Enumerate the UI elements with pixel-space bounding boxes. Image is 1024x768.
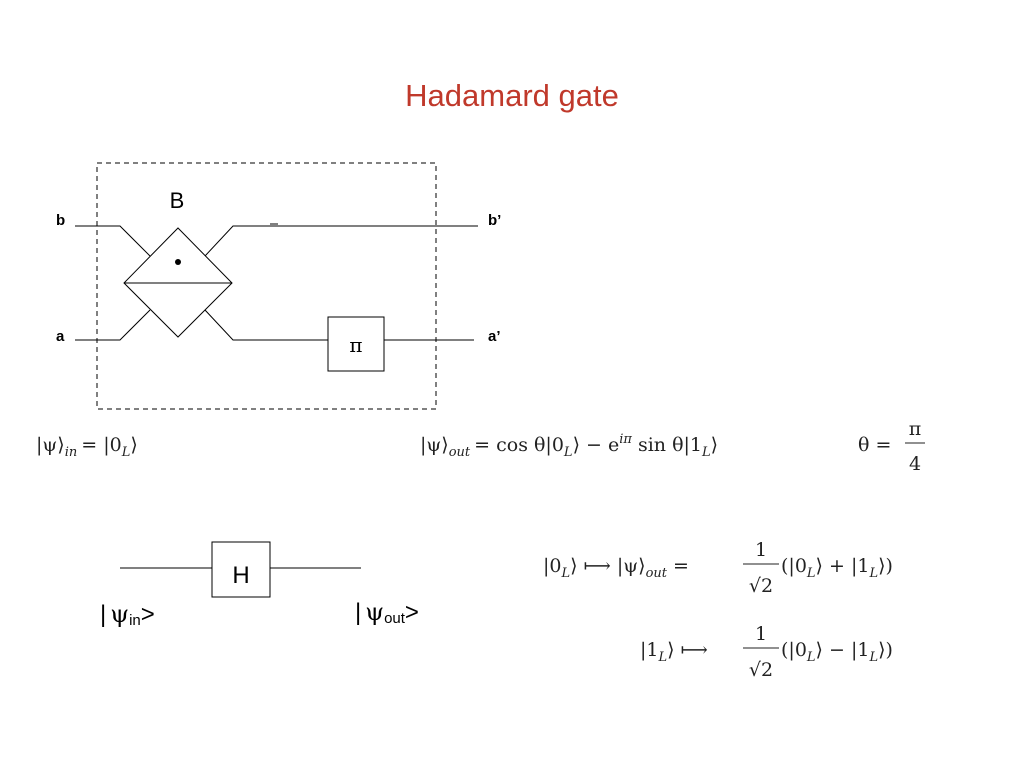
psi-out-equation: |ψ⟩out= cos θ|0L⟩ − eiπ sin θ|1L⟩ bbox=[420, 432, 718, 460]
wire-b-out bbox=[204, 225, 478, 257]
theta-denominator: 4 bbox=[909, 453, 921, 475]
psi-out-label: |ψout> bbox=[355, 598, 419, 627]
map1-rhs: (|0L⟩ − |1L⟩) bbox=[781, 639, 893, 665]
theta-numerator: π bbox=[909, 418, 922, 440]
hadamard-gate-box bbox=[211, 541, 271, 598]
phase-label: π bbox=[349, 333, 362, 357]
psi-in-label: |ψin> bbox=[100, 600, 155, 629]
map1-numerator: 1 bbox=[755, 623, 767, 645]
input-b-label: b bbox=[56, 212, 65, 229]
phase-shifter-box bbox=[327, 316, 385, 372]
wire-b-in bbox=[75, 225, 151, 257]
map0-lhs: |0L⟩ ⟼ |ψ⟩out= bbox=[543, 555, 689, 581]
dashed-enclosure bbox=[96, 162, 437, 410]
map1-lhs: |1L⟩ ⟼ bbox=[640, 639, 708, 665]
beam-splitter-dot bbox=[175, 259, 181, 265]
wire-a-out bbox=[204, 309, 328, 341]
slide-title: Hadamard gate bbox=[405, 78, 619, 113]
map1-denominator: √2 bbox=[749, 659, 773, 681]
output-b-label: b’ bbox=[488, 212, 501, 229]
wire-a-in bbox=[75, 309, 151, 341]
map0-denominator: √2 bbox=[749, 575, 773, 597]
map0-rhs: (|0L⟩ + |1L⟩) bbox=[781, 555, 893, 581]
hadamard-gate-label: H bbox=[232, 562, 249, 589]
splitter-label: B bbox=[170, 188, 185, 213]
input-a-label: a bbox=[56, 328, 65, 345]
output-a-label: a’ bbox=[488, 328, 501, 345]
map0-numerator: 1 bbox=[755, 539, 767, 561]
theta-lhs: θ = bbox=[858, 434, 891, 456]
psi-in-equation: |ψ⟩in= |0L⟩ bbox=[36, 434, 138, 460]
